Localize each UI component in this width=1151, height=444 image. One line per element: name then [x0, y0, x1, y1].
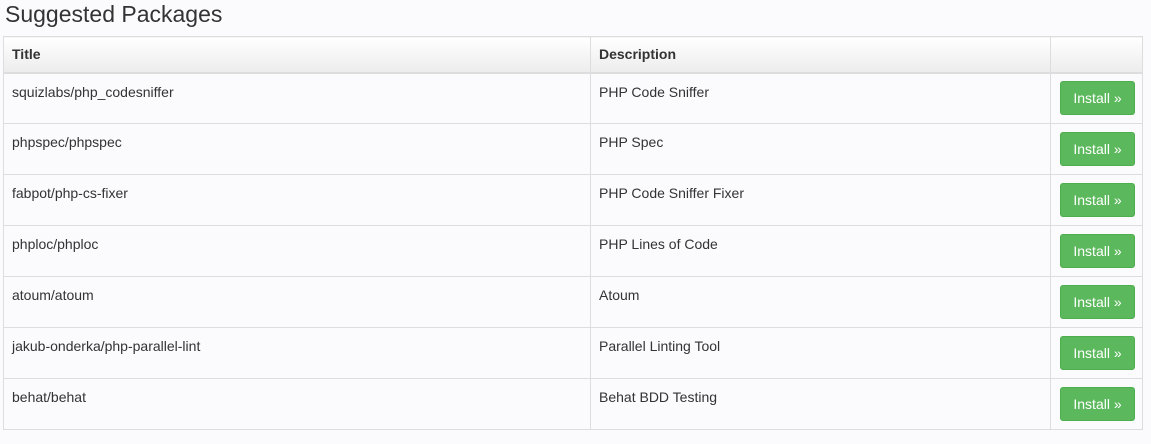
package-title: phpspec/phpspec — [3, 123, 591, 175]
install-button[interactable]: Install » — [1060, 336, 1135, 370]
table-row: phpspec/phpspec PHP Spec Install » — [3, 123, 1143, 175]
action-cell: Install » — [1050, 174, 1143, 226]
package-description: PHP Code Sniffer Fixer — [590, 174, 1051, 226]
table-row: behat/behat Behat BDD Testing Install » — [3, 378, 1143, 430]
table-row: squizlabs/php_codesniffer PHP Code Sniff… — [3, 72, 1143, 124]
install-button[interactable]: Install » — [1060, 132, 1135, 166]
table-header: Title Description — [3, 36, 1143, 74]
package-description: Behat BDD Testing — [590, 378, 1051, 430]
table-row: jakub-onderka/php-parallel-lint Parallel… — [3, 327, 1143, 379]
table-header-row: Title Description — [3, 36, 1143, 74]
install-button[interactable]: Install » — [1060, 183, 1135, 217]
table-row: phploc/phploc PHP Lines of Code Install … — [3, 225, 1143, 277]
package-description: Parallel Linting Tool — [590, 327, 1051, 379]
action-cell: Install » — [1050, 378, 1143, 430]
action-cell: Install » — [1050, 225, 1143, 277]
package-description: PHP Spec — [590, 123, 1051, 175]
package-title: squizlabs/php_codesniffer — [3, 72, 591, 124]
install-button[interactable]: Install » — [1060, 234, 1135, 268]
table-row: fabpot/php-cs-fixer PHP Code Sniffer Fix… — [3, 174, 1143, 226]
package-title: jakub-onderka/php-parallel-lint — [3, 327, 591, 379]
package-title: fabpot/php-cs-fixer — [3, 174, 591, 226]
package-description: Atoum — [590, 276, 1051, 328]
install-button[interactable]: Install » — [1060, 81, 1135, 116]
package-description: PHP Code Sniffer — [590, 72, 1051, 124]
package-title: atoum/atoum — [3, 276, 591, 328]
action-cell: Install » — [1050, 123, 1143, 175]
header-title: Title — [3, 36, 591, 74]
table-row: atoum/atoum Atoum Install » — [3, 276, 1143, 328]
table-body: squizlabs/php_codesniffer PHP Code Sniff… — [3, 72, 1143, 430]
install-button[interactable]: Install » — [1060, 285, 1135, 319]
package-title: phploc/phploc — [3, 225, 591, 277]
header-action — [1050, 36, 1143, 74]
package-description: PHP Lines of Code — [590, 225, 1051, 277]
action-cell: Install » — [1050, 276, 1143, 328]
action-cell: Install » — [1050, 72, 1143, 124]
packages-table: Title Description squizlabs/php_codesnif… — [3, 36, 1143, 430]
header-description: Description — [590, 36, 1051, 74]
action-cell: Install » — [1050, 327, 1143, 379]
page-title: Suggested Packages — [5, 1, 223, 27]
package-title: behat/behat — [3, 378, 591, 430]
install-button[interactable]: Install » — [1060, 387, 1135, 421]
